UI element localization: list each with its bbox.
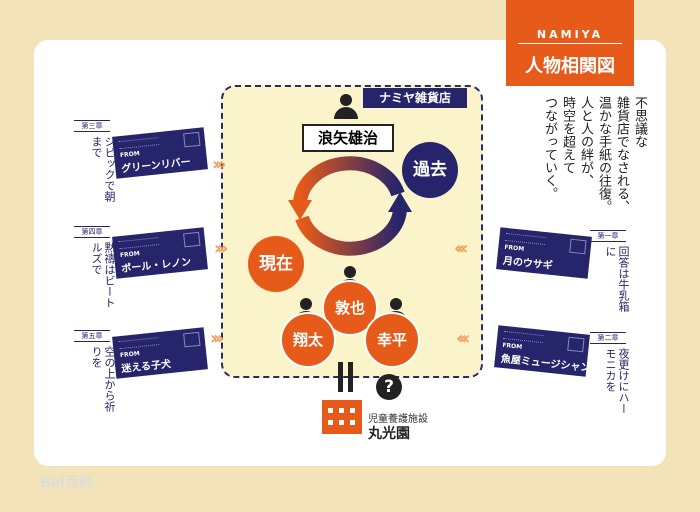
chevron-arrows-icon: ››› (212, 154, 226, 175)
brand-label: NAMIYA (536, 28, 604, 41)
owner-name: 浪矢雄治 (302, 124, 394, 152)
store-name-label: ナミヤ雑貨店 (363, 88, 467, 108)
chapter-label: 第一章 (590, 230, 626, 242)
link-bar (348, 362, 353, 392)
chevron-arrows-icon: ‹‹‹ (454, 238, 468, 259)
stamp-icon (183, 231, 201, 248)
page-title: 人物相関図 (525, 56, 615, 77)
chapter-label: 第三章 (74, 120, 110, 132)
question-icon: ? (376, 374, 402, 400)
chapter-title: 夜更けにハーモニカを (604, 348, 630, 414)
link-bar (338, 362, 343, 392)
stamp-icon (183, 131, 201, 148)
stamp-icon (569, 238, 587, 255)
chapter-title: 回答は牛乳箱に (604, 246, 630, 312)
intro-text: 不思議な 雑貨店でなされる、 温かな手紙の往復。 人と人の絆が、 時空を超えて … (540, 96, 648, 276)
intro-line: 人と人の絆が、 (578, 96, 593, 187)
chapter-label: 第五章 (74, 330, 110, 342)
watermark: Bai百科 (40, 475, 93, 491)
intro-line: つながっていく。 (542, 96, 557, 200)
facility-type: 児童養護施設 (368, 414, 428, 425)
banner-divider (518, 43, 622, 44)
facility-building-icon (322, 400, 362, 434)
stamp-icon (567, 336, 585, 353)
chapter-label: 第二章 (590, 332, 626, 344)
chapter-title: 黙禱はビートルズで (90, 242, 116, 308)
chapter-label: 第四章 (74, 226, 110, 238)
stamp-icon (183, 331, 201, 348)
chevron-arrows-icon: ‹‹‹ (456, 328, 470, 349)
intro-line: 雑貨店でなされる、 (614, 96, 629, 213)
kid-kohei: 幸平 (364, 312, 420, 368)
intro-line: 時空を超えて (560, 96, 575, 174)
time-cycle-arrows (288, 156, 412, 256)
title-banner: NAMIYA 人物相関図 (506, 0, 634, 86)
intro-line: 不思議な (632, 96, 647, 148)
present-label: 現在 (248, 236, 304, 292)
chapter-title: 空の上から祈りを (90, 346, 116, 412)
kid-shota: 翔太 (280, 312, 336, 368)
chevron-arrows-icon: ››› (210, 328, 224, 349)
facility-name: 丸光園 (368, 426, 410, 442)
intro-line: 温かな手紙の往復。 (596, 96, 611, 213)
past-label: 過去 (402, 142, 458, 198)
chevron-arrows-icon: ››› (214, 238, 228, 259)
